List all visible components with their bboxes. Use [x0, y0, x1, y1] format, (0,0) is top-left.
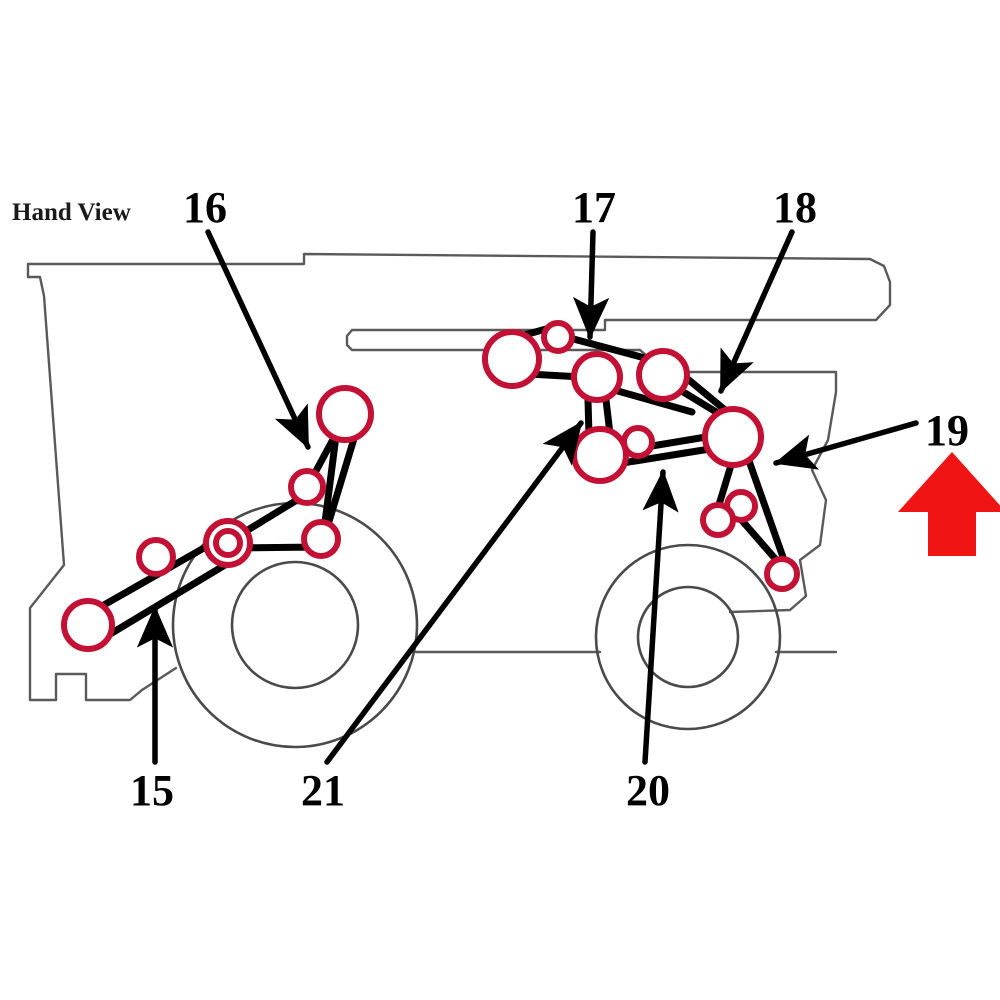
callout-leader-arrows [136, 229, 919, 765]
front-wheel-hub [230, 560, 360, 690]
joint-front-knuckle-lower [301, 519, 341, 559]
joint-rear-front-ball [482, 329, 542, 389]
joint-front-upper-ball [316, 385, 374, 443]
callout-arrow-17 [572, 229, 610, 340]
joint-rear-small-mid [621, 425, 655, 459]
body-outline-segment-1 [26, 275, 144, 702]
callout-number-labels: 15 16 17 18 19 20 21 [130, 183, 969, 815]
joint-rear-hub [702, 406, 764, 468]
callout-label-19: 19 [925, 406, 969, 455]
rear-wheel-outer [594, 543, 782, 731]
callout-label-15: 15 [130, 766, 174, 815]
callout-label-21: 21 [301, 766, 345, 815]
link-rear-damper-a [714, 458, 736, 512]
joint-front-lower-ball [61, 598, 115, 652]
front-linkage-joints [61, 385, 374, 652]
view-label: Hand View [12, 199, 131, 226]
link-front-lower-arm-bottom [88, 552, 244, 649]
callout-label-20: 20 [626, 766, 670, 815]
link-front-knuckle-vert [320, 432, 340, 534]
callout-label-16: 16 [183, 183, 227, 232]
rear-linkage-joints [482, 320, 800, 592]
link-rear-damper-b [744, 454, 788, 564]
callout-arrow-18 [718, 229, 795, 394]
red-up-arrow [898, 452, 1000, 556]
rear-wheel-hub [636, 585, 740, 689]
callout-arrow-21 [324, 420, 584, 765]
joint-rear-small-top [541, 320, 575, 354]
joint-rear-lower-mid [571, 426, 629, 484]
joint-rear-upper-mid [571, 351, 623, 403]
joint-rear-upper-right [636, 348, 690, 402]
callout-label-18: 18 [773, 183, 817, 232]
link-rear-damper-c [734, 512, 782, 566]
callout-label-17: 17 [572, 183, 616, 232]
link-front-upper-arm [323, 428, 360, 532]
body-outline-segment-3 [638, 348, 838, 614]
joint-front-pivot-inner [213, 528, 243, 558]
callout-arrow-20 [642, 469, 679, 765]
joint-rear-damper-end [764, 556, 800, 592]
joint-front-knuckle-mid [288, 468, 326, 506]
callout-arrow-19 [773, 420, 919, 470]
body-outline-segment-4 [140, 666, 178, 692]
joint-rear-small-lower2 [700, 502, 736, 538]
joint-front-link-mid [136, 537, 176, 577]
callout-arrow-16 [205, 229, 311, 450]
body-outline-segment-0 [26, 252, 892, 322]
